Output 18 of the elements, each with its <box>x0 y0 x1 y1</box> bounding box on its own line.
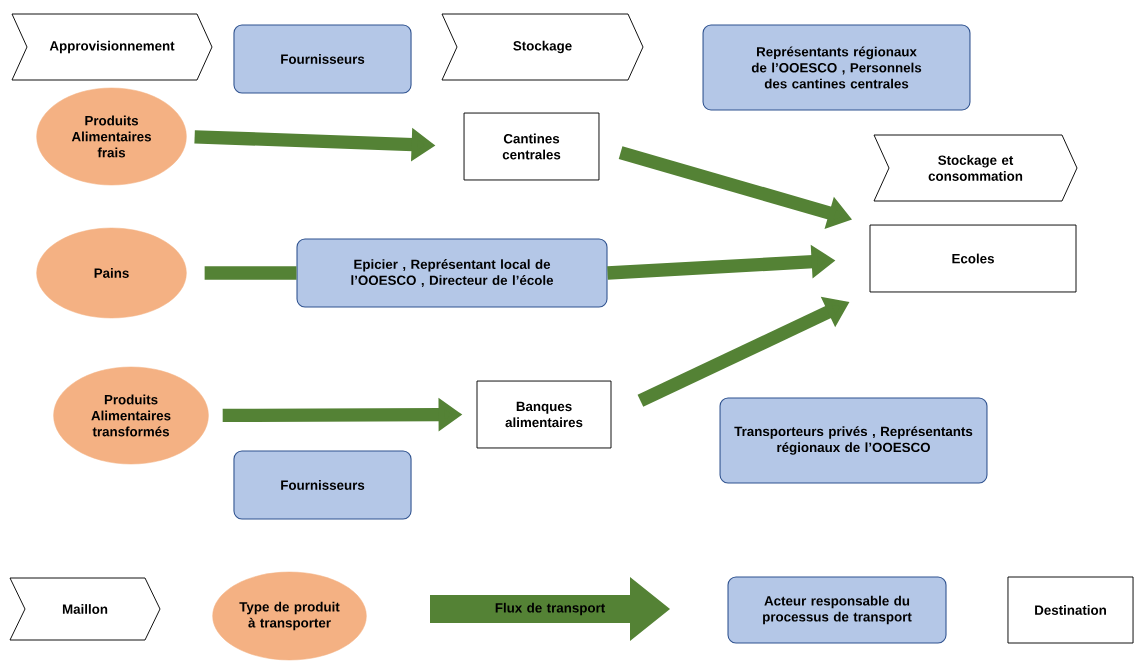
product-oval: Type de produit à transporter <box>212 571 367 661</box>
actor-box: Fournisseurs <box>233 24 412 94</box>
chevron-step: Stockage et consommation <box>873 134 1078 202</box>
destination-box: Banques alimentaires <box>476 380 612 449</box>
destination-box: Cantines centrales <box>463 112 600 181</box>
product-oval: Produits Alimentaires frais <box>36 87 187 186</box>
chevron-step: Stockage <box>441 13 644 81</box>
actor-box: Représentants régionaux de l’OOESCO , Personnels des cantines centrales <box>702 24 971 111</box>
actor-box: Fournisseurs <box>233 450 412 520</box>
product-oval: Pains <box>36 227 187 319</box>
destination-box: Ecoles <box>869 224 1077 293</box>
chevron-step: Maillon <box>9 577 161 641</box>
destination-box: Destination <box>1007 576 1134 644</box>
actor-box: Acteur responsable du processus de transport <box>727 576 947 644</box>
actor-box: Epicier , Représentant local de l’OOESCO , Directeur de l’école <box>296 238 608 308</box>
chevron-step: Approvisionnement <box>11 13 213 81</box>
product-oval: Produits Alimentaires transformés <box>53 366 209 465</box>
actor-box: Transporteurs privés , Représentants régionaux de l’OOESCO <box>719 397 988 484</box>
